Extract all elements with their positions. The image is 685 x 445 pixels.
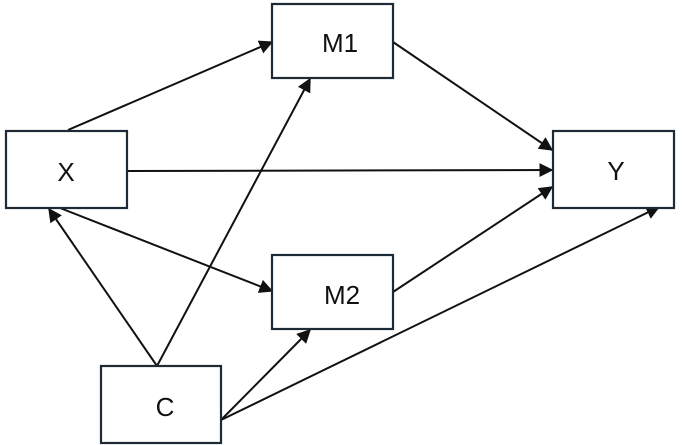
edge-c-to-x bbox=[48, 207, 158, 367]
edge-m1-to-y bbox=[392, 41, 554, 151]
node-m2-label: M2 bbox=[324, 280, 360, 310]
edge-x-to-m1 bbox=[67, 40, 274, 131]
node-c-label: C bbox=[156, 392, 175, 422]
node-m1-label: M1 bbox=[322, 28, 358, 58]
node-m2: M2 bbox=[270, 253, 395, 331]
edge-c-to-m1 bbox=[156, 77, 311, 367]
node-y: Y bbox=[551, 129, 676, 210]
edge-m2-to-y bbox=[392, 186, 554, 293]
node-c: C bbox=[99, 364, 223, 445]
node-x-label: X bbox=[57, 157, 74, 187]
node-y-label: Y bbox=[607, 156, 624, 186]
edge-c-to-y bbox=[220, 206, 661, 421]
edge-c-to-m2 bbox=[220, 329, 311, 421]
edge-x-to-m2 bbox=[59, 207, 274, 293]
edge-x-to-y bbox=[126, 163, 554, 178]
node-m1: M1 bbox=[270, 2, 395, 80]
node-x: X bbox=[4, 129, 129, 210]
